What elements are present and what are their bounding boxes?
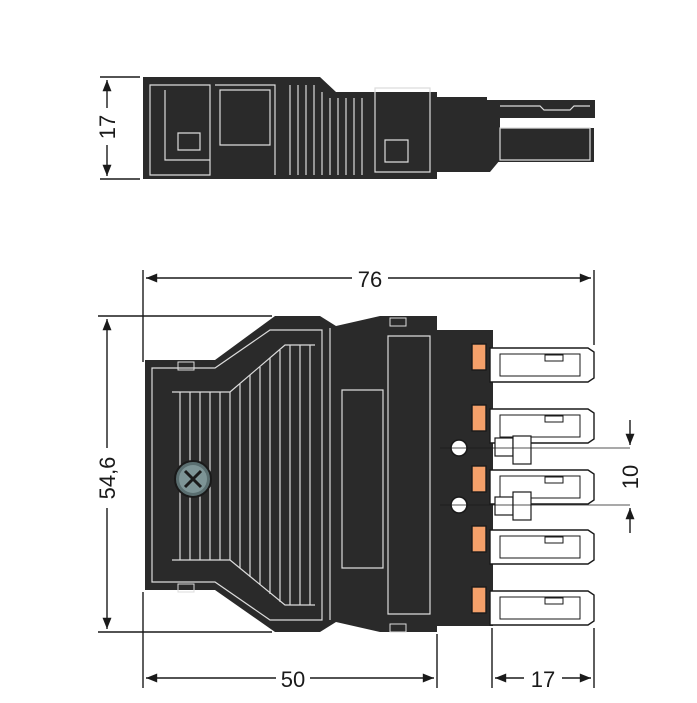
pin-row-5 [471, 586, 595, 626]
dim-overall-height: 54,6 [95, 315, 272, 633]
coding-marker-2 [450, 491, 532, 521]
dim-pin-pitch-label: 10 [618, 465, 643, 489]
side-pin-lower [496, 128, 594, 162]
dim-pin-pitch: 10 [618, 420, 643, 533]
coding-marker-1 [450, 435, 532, 465]
side-body [143, 77, 595, 179]
dim-pin-length: 17 [491, 628, 595, 692]
front-body [145, 316, 437, 632]
pin-row-3 [471, 465, 595, 505]
dim-body-width: 50 [142, 592, 438, 692]
front-view [145, 316, 630, 633]
dim-pin-length-label: 17 [531, 667, 555, 692]
dim-side-height: 17 [95, 76, 140, 180]
dim-overall-height-label: 54,6 [95, 457, 120, 500]
pin-row-2 [471, 404, 595, 444]
dim-body-width-label: 50 [281, 667, 305, 692]
dim-overall-width-label: 76 [358, 267, 382, 292]
screw-icon [174, 460, 212, 498]
dim-side-height-label: 17 [95, 115, 120, 139]
pin-row-1 [471, 343, 595, 383]
side-view [143, 77, 595, 179]
pin-row-4 [471, 525, 595, 565]
side-pin-upper [496, 104, 594, 118]
